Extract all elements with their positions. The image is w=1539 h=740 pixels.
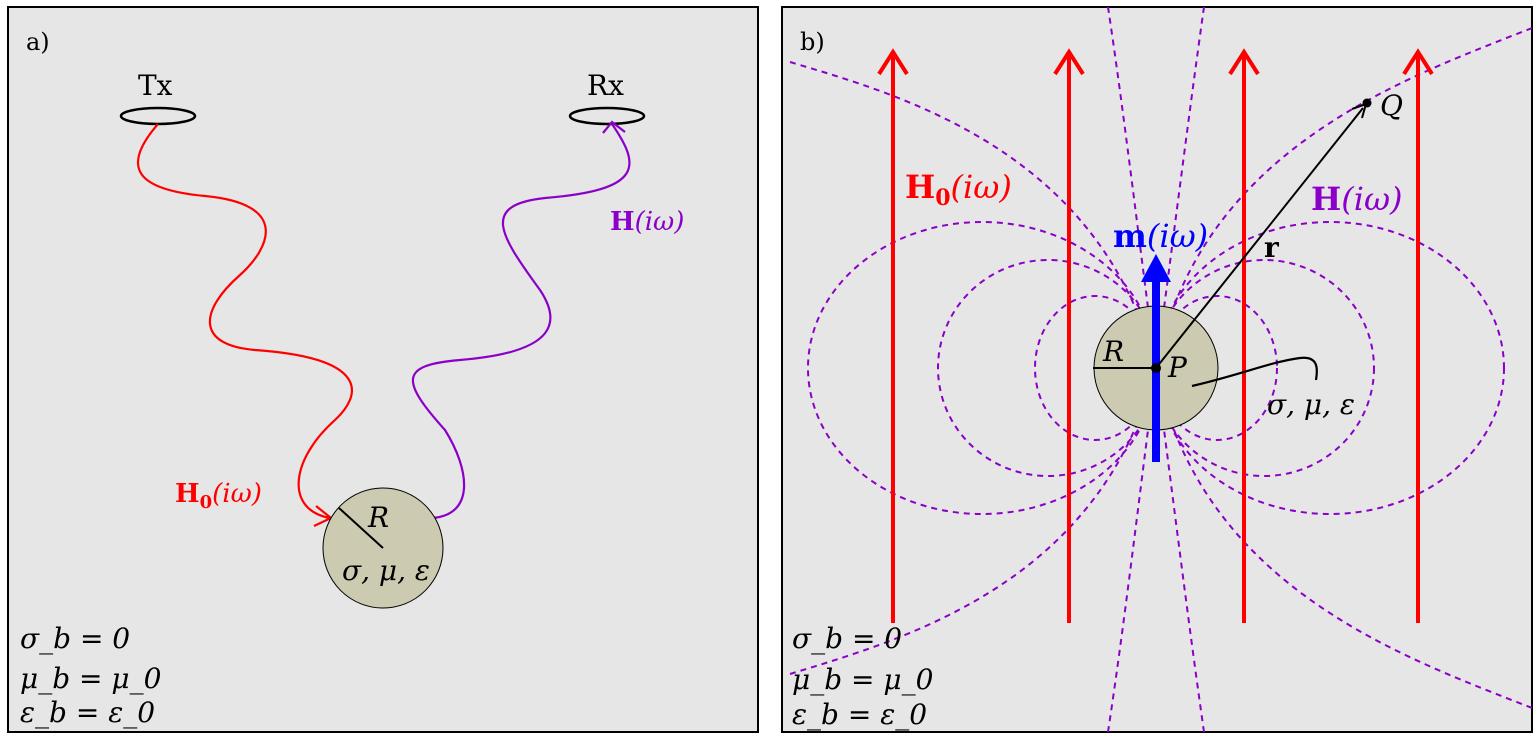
primary-arrow-2-head [1053, 48, 1085, 76]
rx-label: Rx [587, 69, 624, 102]
tx-label: Tx [138, 69, 173, 102]
sphere-radius-label: R [367, 501, 389, 534]
sphere-b-radius-label: R [1102, 335, 1124, 368]
primary-field-label: H0(iω) [175, 479, 262, 513]
primary-arrow-1-head [877, 48, 909, 76]
point-p-label: P [1167, 351, 1188, 384]
secondary-field-arrowhead [602, 120, 626, 134]
primary-arrow-3-head [1228, 48, 1260, 76]
panel-b-bg-mu: μ_b = μ_0 [792, 663, 933, 696]
panel-b: R r Q P σ, μ, ε H0(iω) H(iω) m(iω) [781, 6, 1533, 733]
point-q-dot [1362, 98, 1372, 108]
primary-arrow-4-head [1402, 48, 1434, 76]
properties-leader-line [1191, 356, 1318, 388]
panel-b-background-properties: σ_b = 0 μ_b = μ_0 ε_b = ε_0 [792, 622, 933, 731]
r-vector-line [1155, 107, 1364, 369]
panel-a: a) Tx Rx H0(iω) H(iω) R σ, μ, ε [7, 6, 759, 733]
panel-a-background [7, 6, 759, 733]
field-line-far-upper-left [789, 61, 1157, 369]
primary-field-wave [137, 123, 354, 520]
receiver-loop: Rx [568, 69, 646, 126]
panel-a-tag: a) [26, 28, 50, 56]
field-line-axis-down-left [1107, 367, 1157, 732]
field-line-far-lower-right [1155, 367, 1532, 709]
bg-sigma: σ_b = 0 [20, 622, 130, 655]
field-line-axis-down-right [1155, 367, 1205, 732]
sphere-radius-line [338, 507, 384, 549]
panel-b-tag: b) [800, 28, 825, 56]
point-p-dot [1151, 363, 1161, 373]
panel-b-secondary-field-label: H(iω) [1311, 180, 1403, 218]
point-q-label: Q [1380, 89, 1403, 122]
position-vector: r Q P [1151, 89, 1403, 384]
panel-b-bg-sigma: σ_b = 0 [792, 622, 902, 655]
primary-field-arrows [877, 48, 1434, 623]
r-vector-label: r [1264, 231, 1280, 264]
rx-loop-icon [568, 106, 646, 126]
field-line-far-lower-left [789, 367, 1157, 675]
field-line-axis-up-right [1155, 7, 1205, 369]
bg-eps: ε_b = ε_0 [20, 696, 155, 729]
secondary-field-wave [412, 123, 631, 520]
sphere-b-properties-label: σ, μ, ε [1267, 388, 1355, 421]
panel-b-bg-eps: ε_b = ε_0 [792, 698, 927, 731]
field-loop-outer-right [1155, 221, 1505, 515]
field-line-axis-up-left [1107, 7, 1157, 369]
moment-label: m(iω) [1113, 217, 1208, 255]
sphere-properties-label: σ, μ, ε [342, 554, 430, 587]
field-loop-inner-right [1156, 295, 1278, 441]
panel-b-primary-field-label: H0(iω) [905, 168, 1012, 211]
background-properties: σ_b = 0 μ_b = μ_0 ε_b = ε_0 [20, 622, 161, 729]
conductive-sphere: R σ, μ, ε [322, 487, 444, 609]
field-line-far-upper-right [1155, 27, 1532, 369]
bg-mu: μ_b = μ_0 [20, 662, 161, 695]
moment-arrowhead [1141, 254, 1171, 282]
secondary-field-label: H(iω) [610, 207, 684, 237]
